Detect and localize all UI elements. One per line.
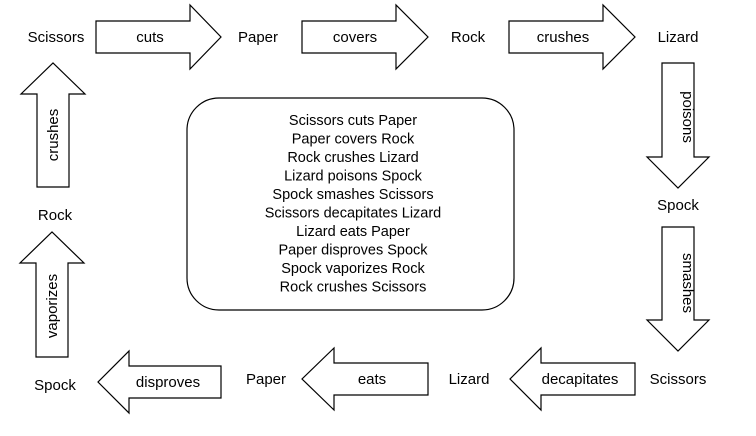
node-scissors-bottom-right: Scissors: [650, 371, 707, 388]
rules-list: Scissors cuts Paper Paper covers Rock Ro…: [265, 113, 442, 296]
rule-3: Rock crushes Lizard: [287, 150, 418, 166]
arrow-smashes-label: smashes: [679, 253, 696, 313]
rules-box: [186, 97, 515, 311]
rule-6: Scissors decapitates Lizard: [265, 206, 442, 222]
node-lizard-top-right: Lizard: [658, 29, 699, 46]
arrow-decapitates-label: decapitates: [542, 371, 619, 388]
arrow-crushes-left-label: crushes: [45, 109, 62, 162]
arrow-decapitates: decapitates: [509, 346, 636, 412]
arrow-disproves-label: disproves: [136, 374, 200, 391]
arrow-disproves: disproves: [97, 349, 222, 415]
rule-5: Spock smashes Scissors: [272, 187, 433, 203]
node-lizard-bottom: Lizard: [449, 371, 490, 388]
node-paper-bottom: Paper: [246, 371, 286, 388]
rule-8: Paper disproves Spock: [278, 243, 428, 259]
arrow-eats: eats: [301, 346, 429, 412]
rule-7: Lizard eats Paper: [296, 224, 410, 240]
rule-1: Scissors cuts Paper: [289, 113, 417, 129]
arrow-cuts-label: cuts: [136, 29, 164, 46]
arrow-covers-label: covers: [333, 29, 377, 46]
node-rock-top: Rock: [451, 29, 486, 46]
node-spock-bottom-left: Spock: [34, 377, 76, 394]
rule-9: Spock vaporizes Rock: [281, 261, 425, 277]
arrow-crushes-left: crushes: [19, 62, 87, 188]
arrow-vaporizes: vaporizes: [18, 231, 86, 358]
arrow-eats-label: eats: [358, 371, 386, 388]
rule-2: Paper covers Rock: [292, 132, 415, 148]
arrow-crushes-top: crushes: [508, 3, 636, 71]
arrow-vaporizes-label: vaporizes: [44, 274, 61, 338]
rule-4: Lizard poisons Spock: [284, 169, 423, 185]
rule-10: Rock crushes Scissors: [280, 280, 427, 296]
arrow-poisons: poisons: [645, 62, 711, 189]
arrow-smashes: smashes: [645, 226, 711, 352]
arrow-poisons-label: poisons: [679, 91, 696, 143]
arrow-crushes-top-label: crushes: [537, 29, 590, 46]
arrow-covers: covers: [301, 3, 429, 71]
node-scissors-top-left: Scissors: [28, 29, 85, 46]
arrow-cuts: cuts: [95, 3, 222, 71]
node-spock-right: Spock: [657, 197, 699, 214]
node-rock-left: Rock: [38, 207, 73, 224]
node-paper-top: Paper: [238, 29, 278, 46]
